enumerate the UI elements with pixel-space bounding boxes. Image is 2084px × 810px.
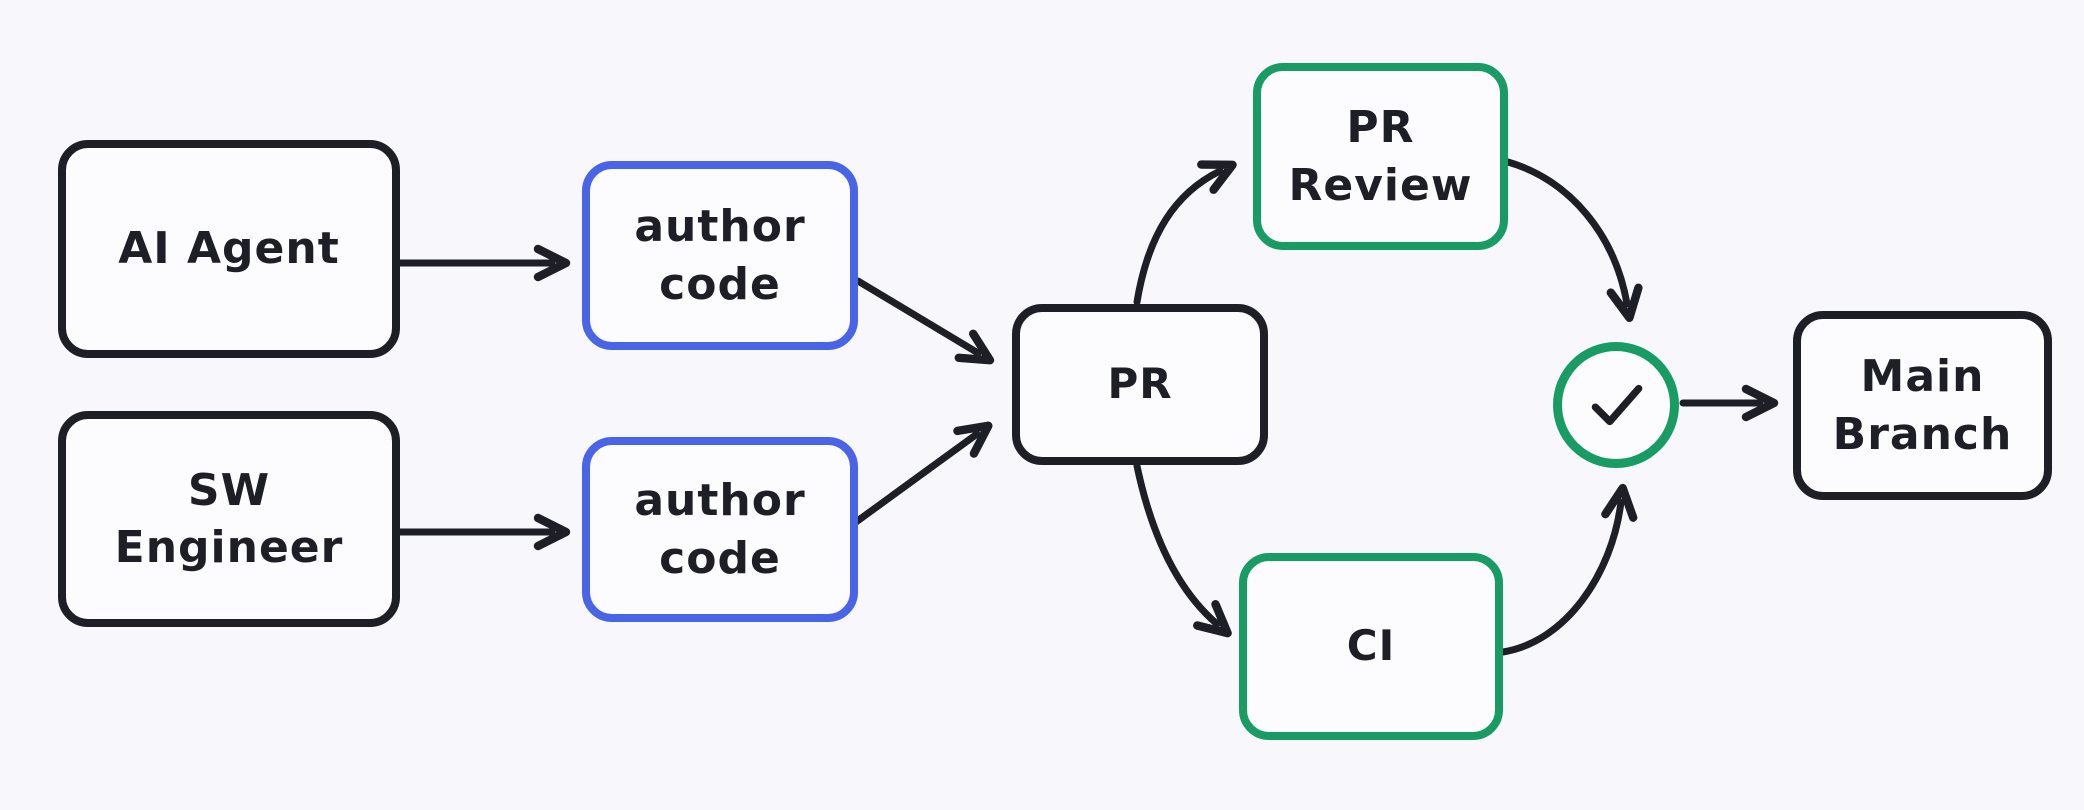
node-pr-review: PR Review (1253, 63, 1508, 250)
node-pr: PR (1012, 304, 1268, 465)
node-ci: CI (1239, 553, 1503, 740)
node-sw-engineer-label: SW Engineer (114, 464, 344, 573)
node-author-code-bottom-label: author code (634, 475, 806, 584)
node-pr-review-label: PR Review (1288, 102, 1473, 211)
edge-author-code-top-to-pr (854, 277, 995, 365)
node-sw-engineer: SW Engineer (58, 411, 400, 627)
node-author-code-top: author code (582, 161, 858, 350)
node-author-code-top-label: author code (634, 201, 806, 310)
node-main-branch-label: Main Branch (1832, 351, 2013, 460)
edge-author-code-bottom-to-pr (852, 421, 993, 526)
edge-pr-to-pr-review (1133, 160, 1237, 306)
edge-ci-to-approval (1499, 483, 1638, 656)
node-main-branch: Main Branch (1793, 311, 2052, 500)
check-icon (1591, 384, 1643, 426)
node-author-code-bottom: author code (582, 437, 858, 622)
node-approval-circle (1553, 342, 1679, 468)
node-ci-label: CI (1346, 621, 1396, 671)
node-ai-agent: AI Agent (58, 140, 400, 358)
edge-pr-to-ci (1133, 462, 1232, 638)
edge-pr-review-to-approval (1504, 158, 1643, 322)
node-pr-label: PR (1107, 359, 1173, 409)
node-ai-agent-label: AI Agent (118, 223, 340, 275)
